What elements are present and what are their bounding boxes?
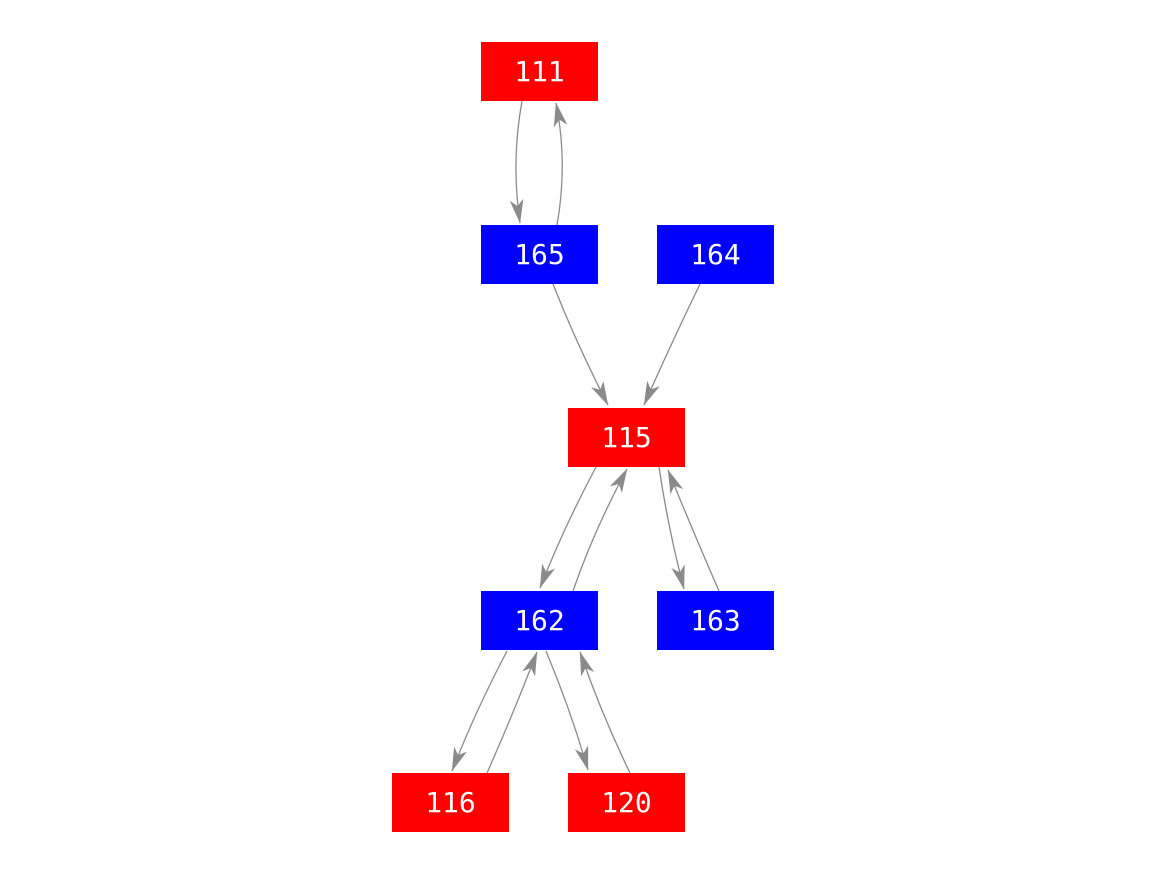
node-115: 115 [568, 408, 685, 467]
edge-165-to-111 [553, 102, 568, 226]
node-label: 111 [514, 54, 565, 88]
edge-162-to-120 [545, 650, 589, 771]
edge-165-to-115 [552, 283, 609, 406]
node-120: 120 [568, 773, 685, 832]
node-163: 163 [657, 591, 774, 650]
edge-116-to-162 [486, 651, 538, 774]
node-165: 165 [481, 225, 598, 284]
node-164: 164 [657, 225, 774, 284]
node-label: 165 [514, 237, 565, 271]
edge-120-to-162 [579, 651, 631, 774]
node-label: 116 [425, 785, 476, 819]
edge-163-to-115 [667, 469, 720, 592]
edge-115-to-162 [539, 466, 597, 589]
edge-162-to-115 [572, 468, 628, 592]
node-111: 111 [481, 42, 598, 101]
node-label: 163 [690, 603, 741, 637]
node-label: 164 [690, 237, 741, 271]
edge-115-to-163 [658, 466, 685, 590]
node-116: 116 [392, 773, 509, 832]
node-label: 162 [514, 603, 565, 637]
edge-group [451, 100, 720, 774]
node-label: 120 [601, 785, 652, 819]
node-label: 115 [601, 420, 652, 454]
edge-164-to-115 [643, 283, 701, 406]
edge-111-to-165 [509, 100, 524, 224]
edge-162-to-116 [451, 650, 508, 772]
node-162: 162 [481, 591, 598, 650]
